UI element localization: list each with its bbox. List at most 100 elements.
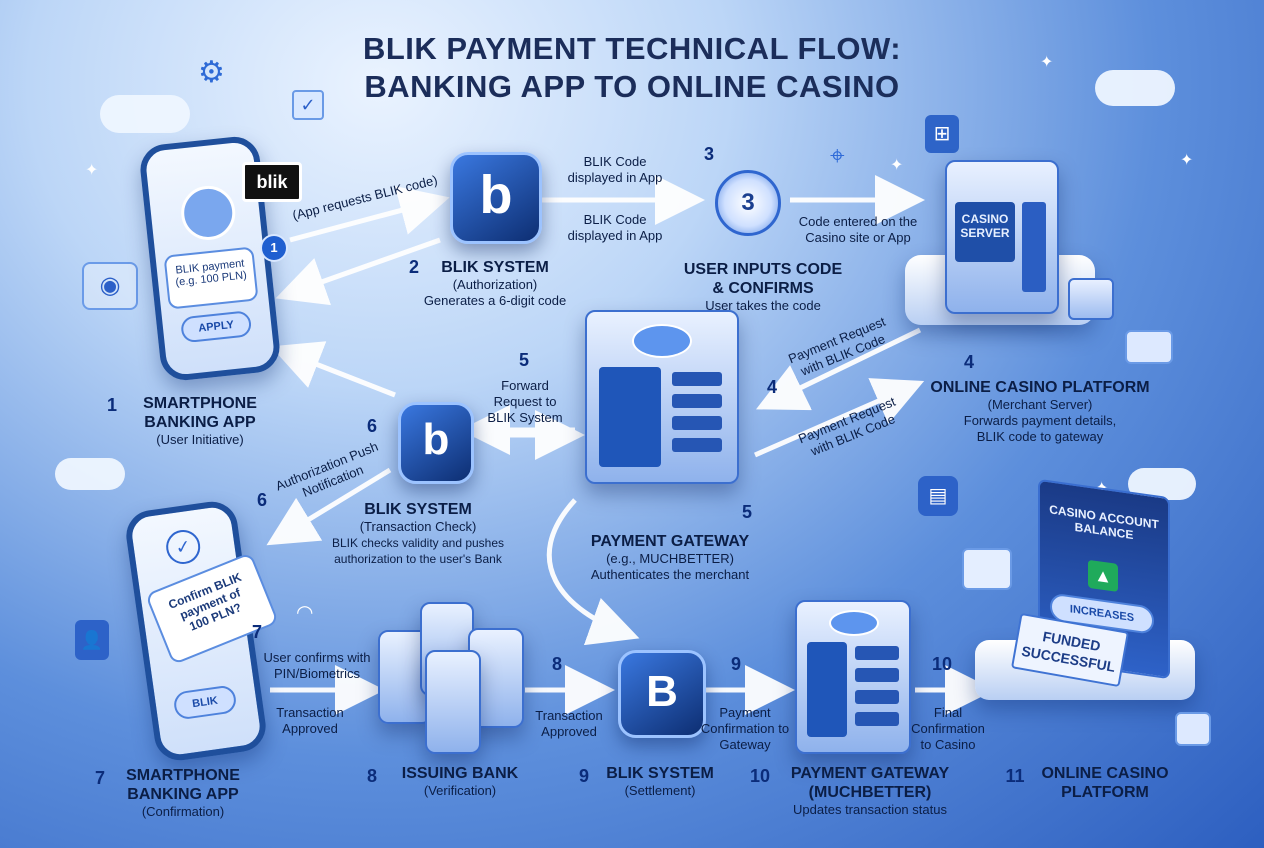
step-2-arrow-label-b: BLIK Code displayed in App bbox=[567, 212, 663, 243]
step-11-badge: 11 bbox=[1005, 766, 1025, 786]
gateway-screen bbox=[807, 642, 847, 737]
step-1-sub: (User Initiative) bbox=[156, 432, 244, 447]
step-10-sub: Updates transaction status bbox=[793, 802, 947, 817]
location-pin-icon: ⌖ bbox=[830, 140, 845, 170]
title-line-2: BANKING APP TO ONLINE CASINO bbox=[364, 69, 900, 104]
step-3-sub: User takes the code bbox=[705, 298, 821, 313]
chat-icon bbox=[962, 548, 1012, 590]
step-9-arrow-label: Payment Confirmation to Gateway bbox=[700, 705, 790, 752]
server-rack bbox=[672, 438, 722, 452]
step-3-caption: USER INPUTS CODE & CONFIRMS User takes t… bbox=[668, 260, 858, 314]
step-5-badge: 5 bbox=[741, 502, 752, 522]
casino-balance-title: CASINO ACCOUNT BALANCE bbox=[1046, 502, 1162, 546]
blik-logo-badge: blik bbox=[242, 162, 302, 202]
step-10-head-line1: PAYMENT GATEWAY bbox=[790, 765, 950, 782]
step-8-arrow-label: Transaction Approved bbox=[535, 708, 603, 739]
server-rack bbox=[855, 690, 899, 704]
server-rack bbox=[855, 712, 899, 726]
gateway-top-emblem bbox=[829, 610, 879, 636]
step-2-head: BLIK SYSTEM bbox=[441, 259, 549, 276]
gear-icon: ⚙ bbox=[198, 56, 225, 89]
step-9-arrow-badge: 9 bbox=[730, 654, 741, 674]
step-6-sub1: (Transaction Check) bbox=[359, 519, 477, 534]
gateway-top-emblem bbox=[632, 324, 692, 358]
user-icon: 👤 bbox=[75, 620, 109, 660]
step-2-sub2: Generates a 6-digit code bbox=[423, 293, 567, 308]
step-2-sub1: (Authorization) bbox=[452, 277, 538, 292]
issuing-bank-server-4 bbox=[425, 650, 481, 754]
server-rack bbox=[672, 416, 722, 430]
step-3-head-line2: & CONFIRMS bbox=[712, 280, 814, 297]
step-8-badge: 8 bbox=[366, 766, 377, 786]
step-1-head-line1: SMARTPHONE bbox=[143, 395, 257, 412]
step-11-head-line1: ONLINE CASINO bbox=[1041, 765, 1169, 782]
payment-gateway-server bbox=[585, 310, 739, 484]
chip-icon bbox=[1175, 712, 1211, 746]
arrow-blik-to-app bbox=[275, 237, 441, 306]
arrow-gateway-to-casino bbox=[753, 378, 925, 458]
step-9-badge: 9 bbox=[578, 766, 589, 786]
fingerprint-icon: ◉ bbox=[82, 262, 138, 310]
payment-card: BLIK payment (e.g. 100 PLN) bbox=[163, 246, 259, 310]
step-5-caption: PAYMENT GATEWAY (e.g., MUCHBETTER) Authe… bbox=[570, 532, 770, 583]
step-10-badge: 10 bbox=[749, 766, 771, 786]
step-10-arrow-badge: 10 bbox=[931, 654, 953, 674]
step-9-caption: BLIK SYSTEM (Settlement) bbox=[595, 764, 725, 799]
step-1-badge: 1 bbox=[262, 236, 286, 260]
step-2-arrow-label-a: BLIK Code displayed in App bbox=[567, 154, 663, 185]
blik-system-logo-6: b bbox=[398, 402, 474, 484]
step-7-arrow-label-a: User confirms with PIN/Biometrics bbox=[263, 650, 371, 681]
avatar bbox=[178, 183, 238, 243]
sparkle-icon: ✦ bbox=[85, 162, 99, 179]
step-1-head-badge: 1 bbox=[106, 395, 117, 415]
title-line-1: BLIK PAYMENT TECHNICAL FLOW: bbox=[362, 31, 902, 66]
step-4-arrow-badge: 4 bbox=[766, 377, 777, 397]
step-1-head-line2: BANKING APP bbox=[144, 414, 256, 431]
step-6-arrow-badge: 6 bbox=[256, 490, 267, 510]
apply-button[interactable]: APPLY bbox=[179, 310, 253, 344]
arrow-casino-to-gateway bbox=[755, 327, 922, 411]
blik-system-logo-9: B bbox=[618, 650, 706, 738]
step-6-head: BLIK SYSTEM bbox=[364, 501, 472, 518]
chip-icon bbox=[1125, 330, 1173, 364]
step-5-arrow-badge: 5 bbox=[518, 350, 529, 370]
step-8-sub: (Verification) bbox=[423, 783, 497, 798]
checkmark-icon: ✓ bbox=[163, 527, 203, 567]
code-digit: 3 bbox=[741, 189, 755, 216]
checkmark-icon: ✓ bbox=[292, 90, 324, 120]
step-6-caption: BLIK SYSTEM (Transaction Check) BLIK che… bbox=[318, 500, 518, 567]
step-1-caption: SMARTPHONE BANKING APP (User Initiative) bbox=[120, 394, 280, 448]
step-6-sub2: BLIK checks validity and pushes bbox=[331, 536, 505, 550]
arrow-blik6-to-phone bbox=[266, 467, 392, 546]
step-6-sub3: authorization to the user's Bank bbox=[334, 552, 502, 566]
server-rack bbox=[672, 394, 722, 408]
step-10-arrow-label: Final Confirmation to Casino bbox=[911, 705, 985, 752]
blik-letter: b bbox=[422, 415, 450, 464]
sparkle-icon: ✦ bbox=[890, 157, 904, 174]
server-rack bbox=[855, 668, 899, 682]
step-7-caption: SMARTPHONE BANKING APP (Confirmation) bbox=[108, 766, 258, 820]
blik-letter: b bbox=[479, 165, 513, 225]
step-8-head: ISSUING BANK bbox=[401, 765, 519, 782]
step-3-top-badge: 3 bbox=[703, 144, 714, 164]
server-rack bbox=[855, 646, 899, 660]
arrow-to-phone-top bbox=[270, 341, 396, 398]
cloud-icon bbox=[55, 458, 125, 490]
step-7-arrow-badge: 7 bbox=[251, 622, 262, 642]
step-4-caption: ONLINE CASINO PLATFORM (Merchant Server)… bbox=[915, 378, 1165, 445]
step-4-head: ONLINE CASINO PLATFORM bbox=[930, 379, 1150, 396]
step-11-head-line2: PLATFORM bbox=[1061, 784, 1149, 801]
chip-icon: ⊞ bbox=[925, 115, 959, 153]
step-4-sub3: BLIK code to gateway bbox=[976, 429, 1104, 444]
blik-letter: B bbox=[646, 667, 678, 716]
gateway-screen bbox=[599, 367, 661, 467]
step-5-sub2: Authenticates the merchant bbox=[590, 567, 750, 582]
step-4-sub2: Forwards payment details, bbox=[963, 413, 1117, 428]
step-8-arrow-badge: 8 bbox=[551, 654, 562, 674]
step-10-caption: PAYMENT GATEWAY (MUCHBETTER) Updates tra… bbox=[770, 764, 970, 818]
step-7-head-badge: 7 bbox=[94, 768, 105, 788]
blik-confirm-button[interactable]: BLIK bbox=[172, 684, 238, 721]
step-7-arrow-label-b: Transaction Approved bbox=[276, 705, 344, 736]
step-6-badge: 6 bbox=[366, 416, 377, 436]
blik-system-logo-2: b bbox=[450, 152, 542, 244]
